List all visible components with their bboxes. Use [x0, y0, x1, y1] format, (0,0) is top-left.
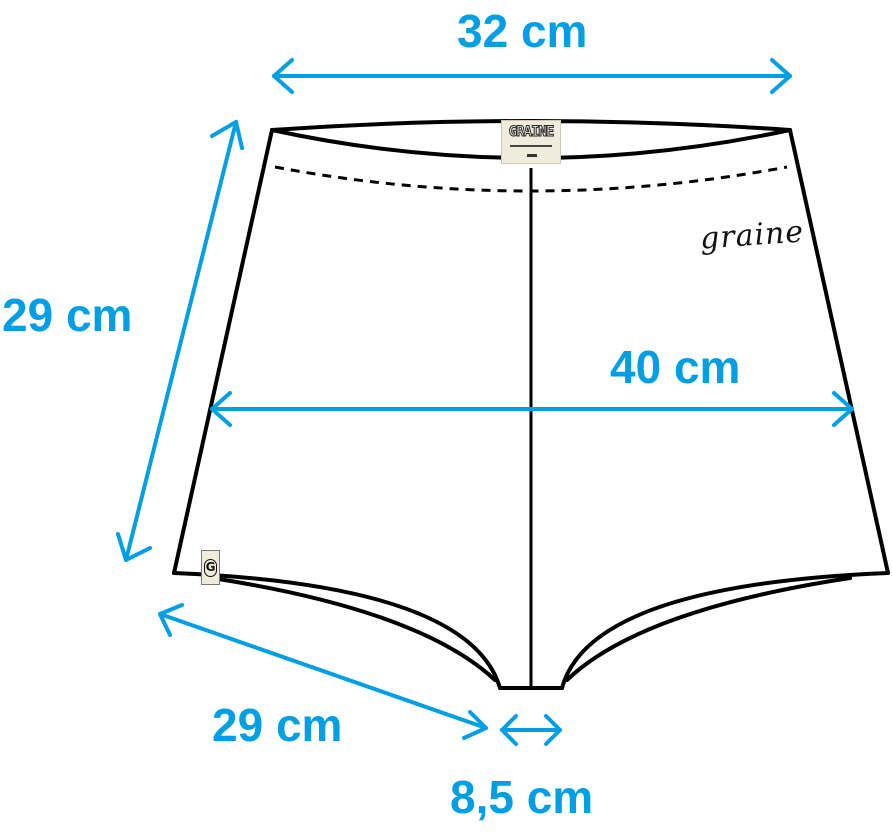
crotch-arrow-icon	[500, 714, 562, 746]
brand-label-size	[527, 154, 537, 157]
measure-arrows	[116, 58, 854, 746]
crotch-width-label: 8,5 cm	[450, 771, 594, 823]
brand-label-subline	[510, 145, 552, 147]
embroidered-logo: graine	[698, 214, 806, 257]
brand-label-tag: GRAINE	[501, 120, 561, 164]
hip-logo-tag: G	[201, 550, 220, 585]
hip-arrow-icon	[210, 391, 854, 427]
leg-opening-label: 29 cm	[212, 699, 343, 751]
g-logo-icon: G	[204, 559, 217, 577]
hip-width-label: 40 cm	[610, 341, 741, 393]
waist-arrow-icon	[272, 58, 792, 94]
waist-width-label: 32 cm	[457, 5, 588, 57]
side-length-label: 29 cm	[2, 289, 133, 341]
shorts-outline	[172, 119, 890, 690]
leg-opening-arrow-icon	[158, 603, 488, 740]
side-length-arrow-icon	[116, 120, 244, 562]
brand-label-text: GRAINE	[508, 124, 555, 141]
waistband-stitching	[274, 165, 788, 193]
